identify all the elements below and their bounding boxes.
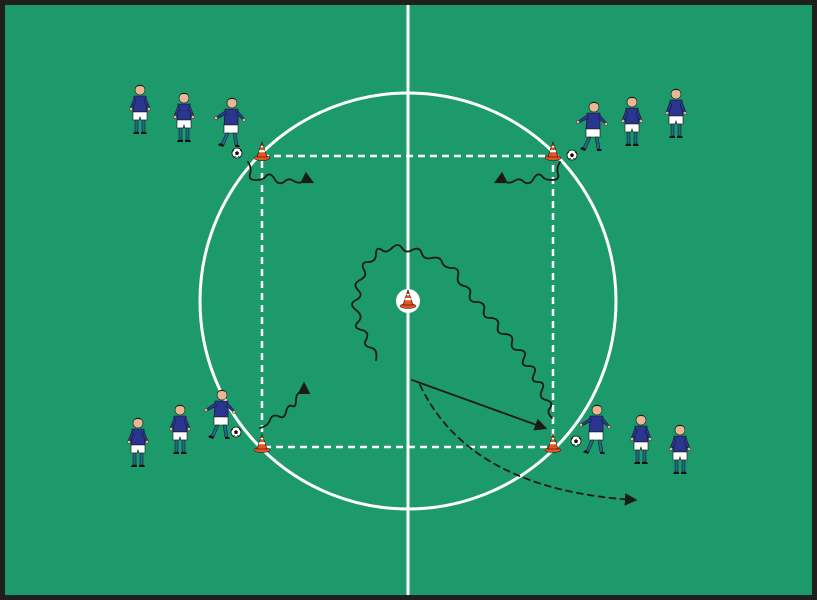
pass-arrow [411, 379, 548, 431]
movement-paths [247, 161, 638, 506]
ball-top-right [566, 149, 578, 161]
dribble-path-bottom-left [259, 381, 311, 429]
ball-bottom-right [570, 435, 582, 447]
dribble-path-top-left [247, 161, 315, 185]
ball-bottom-left [230, 426, 242, 438]
run-path [419, 384, 638, 506]
cones [253, 141, 562, 453]
dashed-square [260, 154, 555, 449]
ball-top-left [231, 147, 243, 159]
center-circle [198, 91, 618, 511]
dribble-path-top-right [493, 161, 561, 185]
dribble-path-bottom-right [351, 244, 553, 419]
